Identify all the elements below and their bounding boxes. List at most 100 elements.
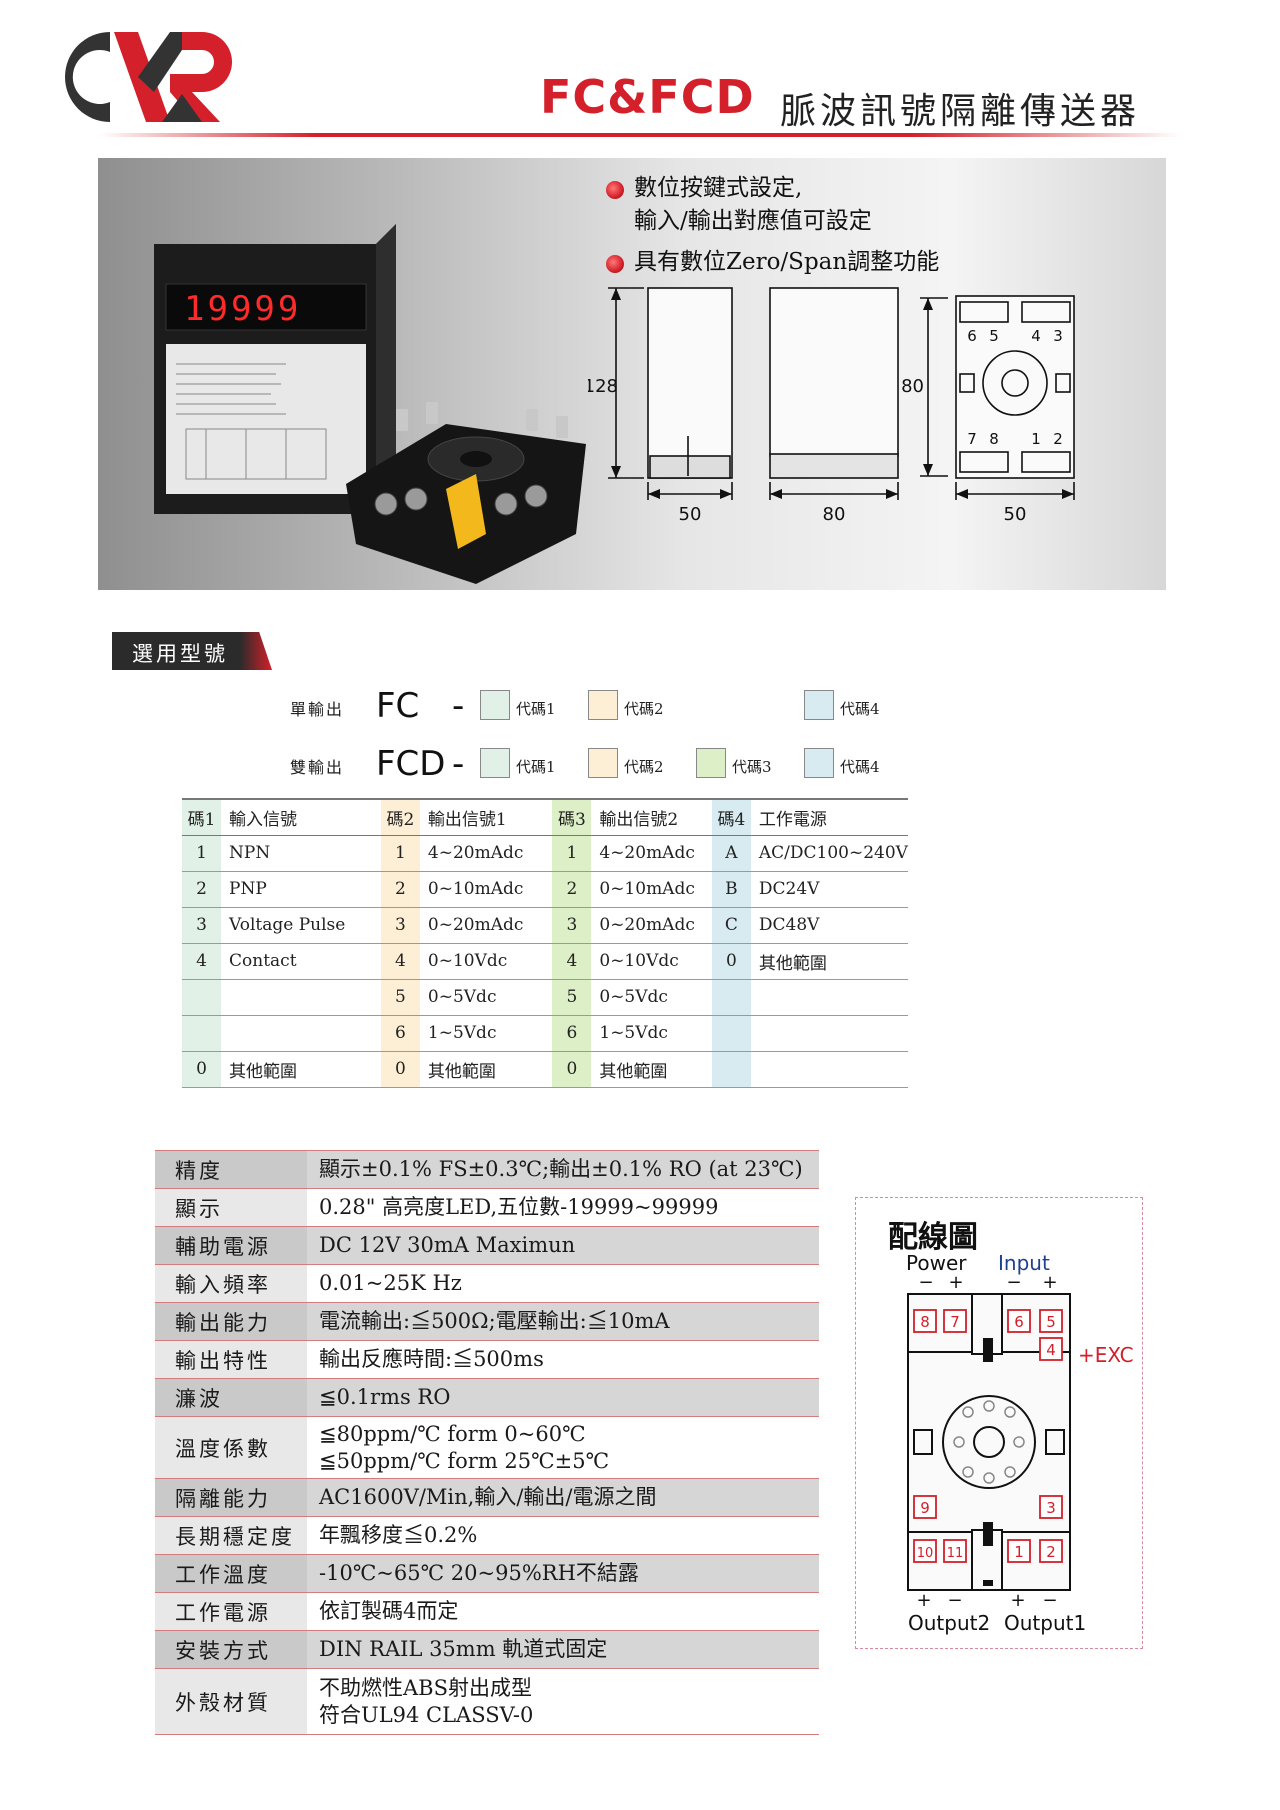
model-name: FC [376,686,420,726]
spec-key: 輸出能力 [155,1302,307,1341]
spec-value: 電流輸出:≦500Ω;電壓輸出:≦10mA [307,1302,819,1341]
spec-value: 0.28" 高亮度LED,五位數-19999~99999 [307,1188,819,1227]
spec-value-line: ≦80ppm/℃ form 0~60℃ [319,1421,586,1446]
spec-key: 隔離能力 [155,1478,307,1517]
spec-value: 顯示±0.1% FS±0.3℃;輸出±0.1% RO (at 23℃) [307,1150,819,1189]
device-led-display: 19999 [184,289,301,329]
polarity-plus: + [916,1590,931,1611]
spec-row: 精度 顯示±0.1% FS±0.3℃;輸出±0.1% RO (at 23℃) [155,1150,819,1189]
spec-row: 溫度係數 ≦80ppm/℃ form 0~60℃ ≦50ppm/℃ form 2… [155,1416,819,1479]
terminal-number: 4 [1046,1341,1056,1359]
spec-value: -10℃~65℃ 20~95%RH不結露 [307,1554,819,1593]
code-box [480,748,510,778]
output2-label: Output2 [908,1611,990,1635]
table-cell: 4~20mAdc [591,835,712,872]
table-cell: C [711,907,751,944]
dimension-drawing: 128 50 80 80 50 6 5 4 3 7 8 1 2 [588,287,1075,525]
spec-value: 依訂製碼4而定 [307,1592,819,1631]
terminal-number: 2 [1046,1543,1056,1561]
feature-item: 具有數位Zero/Span調整功能 [606,246,1126,279]
table-cell [182,979,222,1016]
spec-value: DIN RAIL 35mm 軌道式固定 [307,1630,819,1669]
spec-row: 安裝方式 DIN RAIL 35mm 軌道式固定 [155,1630,819,1669]
power-label: Power [906,1251,967,1275]
table-cell [711,1051,751,1088]
product-photo: 19999 [154,224,586,584]
model-row-label: 單輸出 [290,700,345,719]
spec-value: 年飄移度≦0.2% [307,1516,819,1555]
model-dash: - [452,686,465,726]
table-row: 4 Contact 4 0~10Vdc 4 0~10Vdc 0 其他範圍 [182,943,908,980]
spec-key: 濂波 [155,1378,307,1417]
socket-pin-label: 5 [989,327,999,345]
spec-row: 濂波 ≦0.1rms RO [155,1378,819,1417]
table-cell: PNP [221,871,381,908]
spec-value-line: 不助燃性ABS射出成型 [319,1675,532,1700]
table-header: 碼3 [552,798,592,836]
spec-value: 不助燃性ABS射出成型 符合UL94 CLASSV-0 [307,1668,819,1735]
table-row: 1 NPN 1 4~20mAdc 1 4~20mAdc A AC/DC100~2… [182,835,908,872]
table-cell: 0 [182,1051,222,1088]
wiring-title: 配線圖 [888,1220,978,1255]
table-cell: NPN [221,835,381,872]
spec-row: 輸出特性 輸出反應時間:≦500ms [155,1340,819,1379]
terminal-number: 1 [1014,1543,1024,1561]
code-label: 代碼2 [624,700,664,718]
spec-key: 輸入頻率 [155,1264,307,1303]
polarity-minus: − [947,1590,962,1611]
spec-row: 輸出能力 電流輸出:≦500Ω;電壓輸出:≦10mA [155,1302,819,1341]
table-cell [182,1015,222,1052]
terminal-number: 3 [1046,1499,1056,1517]
table-header-row: 碼1 輸入信號 碼2 輸出信號1 碼3 輸出信號2 碼4 工作電源 [182,798,908,836]
feature-line: 輸入/輸出對應值可設定 [634,208,872,234]
code-label: 代碼4 [840,758,880,776]
socket-pin-label: 7 [967,430,977,448]
table-cell: 0 [552,1051,592,1088]
table-cell: 其他範圍 [419,1051,553,1088]
socket-pin-label: 1 [1031,430,1041,448]
table-header: 輸出信號2 [591,798,712,836]
wiring-drawing: Power Input − + − + [906,1251,1134,1635]
output1-label: Output1 [1004,1611,1086,1635]
page-title: FC&FCD 脈波訊號隔離傳送器 [540,70,1160,132]
polarity-plus: + [1010,1590,1025,1611]
dim-socket-width: 50 [1004,504,1027,525]
section-heading-text: 選用型號 [132,642,228,666]
spec-value-line: 符合UL94 CLASSV-0 [319,1702,534,1727]
table-cell: 1~5Vdc [419,1015,553,1052]
spec-row: 長期穩定度 年飄移度≦0.2% [155,1516,819,1555]
dim-front-height: 128 [588,376,618,397]
feature-list: 數位按鍵式設定, 輸入/輸出對應值可設定 具有數位Zero/Span調整功能 [606,172,1126,279]
terminal-number: 7 [950,1313,960,1331]
table-cell: 2 [552,871,592,908]
spec-key: 外殼材質 [155,1668,307,1735]
table-cell: 5 [552,979,592,1016]
table-cell: 1 [552,835,592,872]
code-table: 碼1 輸入信號 碼2 輸出信號1 碼3 輸出信號2 碼4 工作電源 1 NPN … [182,798,908,1088]
feature-item: 數位按鍵式設定, 輸入/輸出對應值可設定 [606,172,1126,238]
spec-value: DC 12V 30mA Maximun [307,1226,819,1265]
table-cell [711,979,751,1016]
spec-value: 0.01~25K Hz [307,1264,819,1303]
table-cell [221,979,381,1016]
spec-key: 長期穩定度 [155,1516,307,1555]
table-cell: B [711,871,751,908]
title-underline [100,133,1180,137]
bullet-icon [606,181,624,199]
polarity-minus: − [1042,1590,1057,1611]
spec-key: 工作溫度 [155,1554,307,1593]
title-model: FC&FCD [540,70,755,124]
polarity-plus: + [1042,1272,1057,1293]
spec-row: 外殼材質 不助燃性ABS射出成型 符合UL94 CLASSV-0 [155,1668,819,1735]
model-dash: - [452,744,465,784]
table-cell [750,1015,908,1052]
table-cell: 3 [552,907,592,944]
table-cell: Voltage Pulse [221,907,381,944]
table-cell: 1 [380,835,420,872]
spec-row: 隔離能力 AC1600V/Min,輸入/輸出/電源之間 [155,1478,819,1517]
spec-row: 顯示 0.28" 高亮度LED,五位數-19999~99999 [155,1188,819,1227]
code-box [588,690,618,720]
code-box [588,748,618,778]
terminal-number: 8 [920,1313,930,1331]
table-cell: 6 [552,1015,592,1052]
